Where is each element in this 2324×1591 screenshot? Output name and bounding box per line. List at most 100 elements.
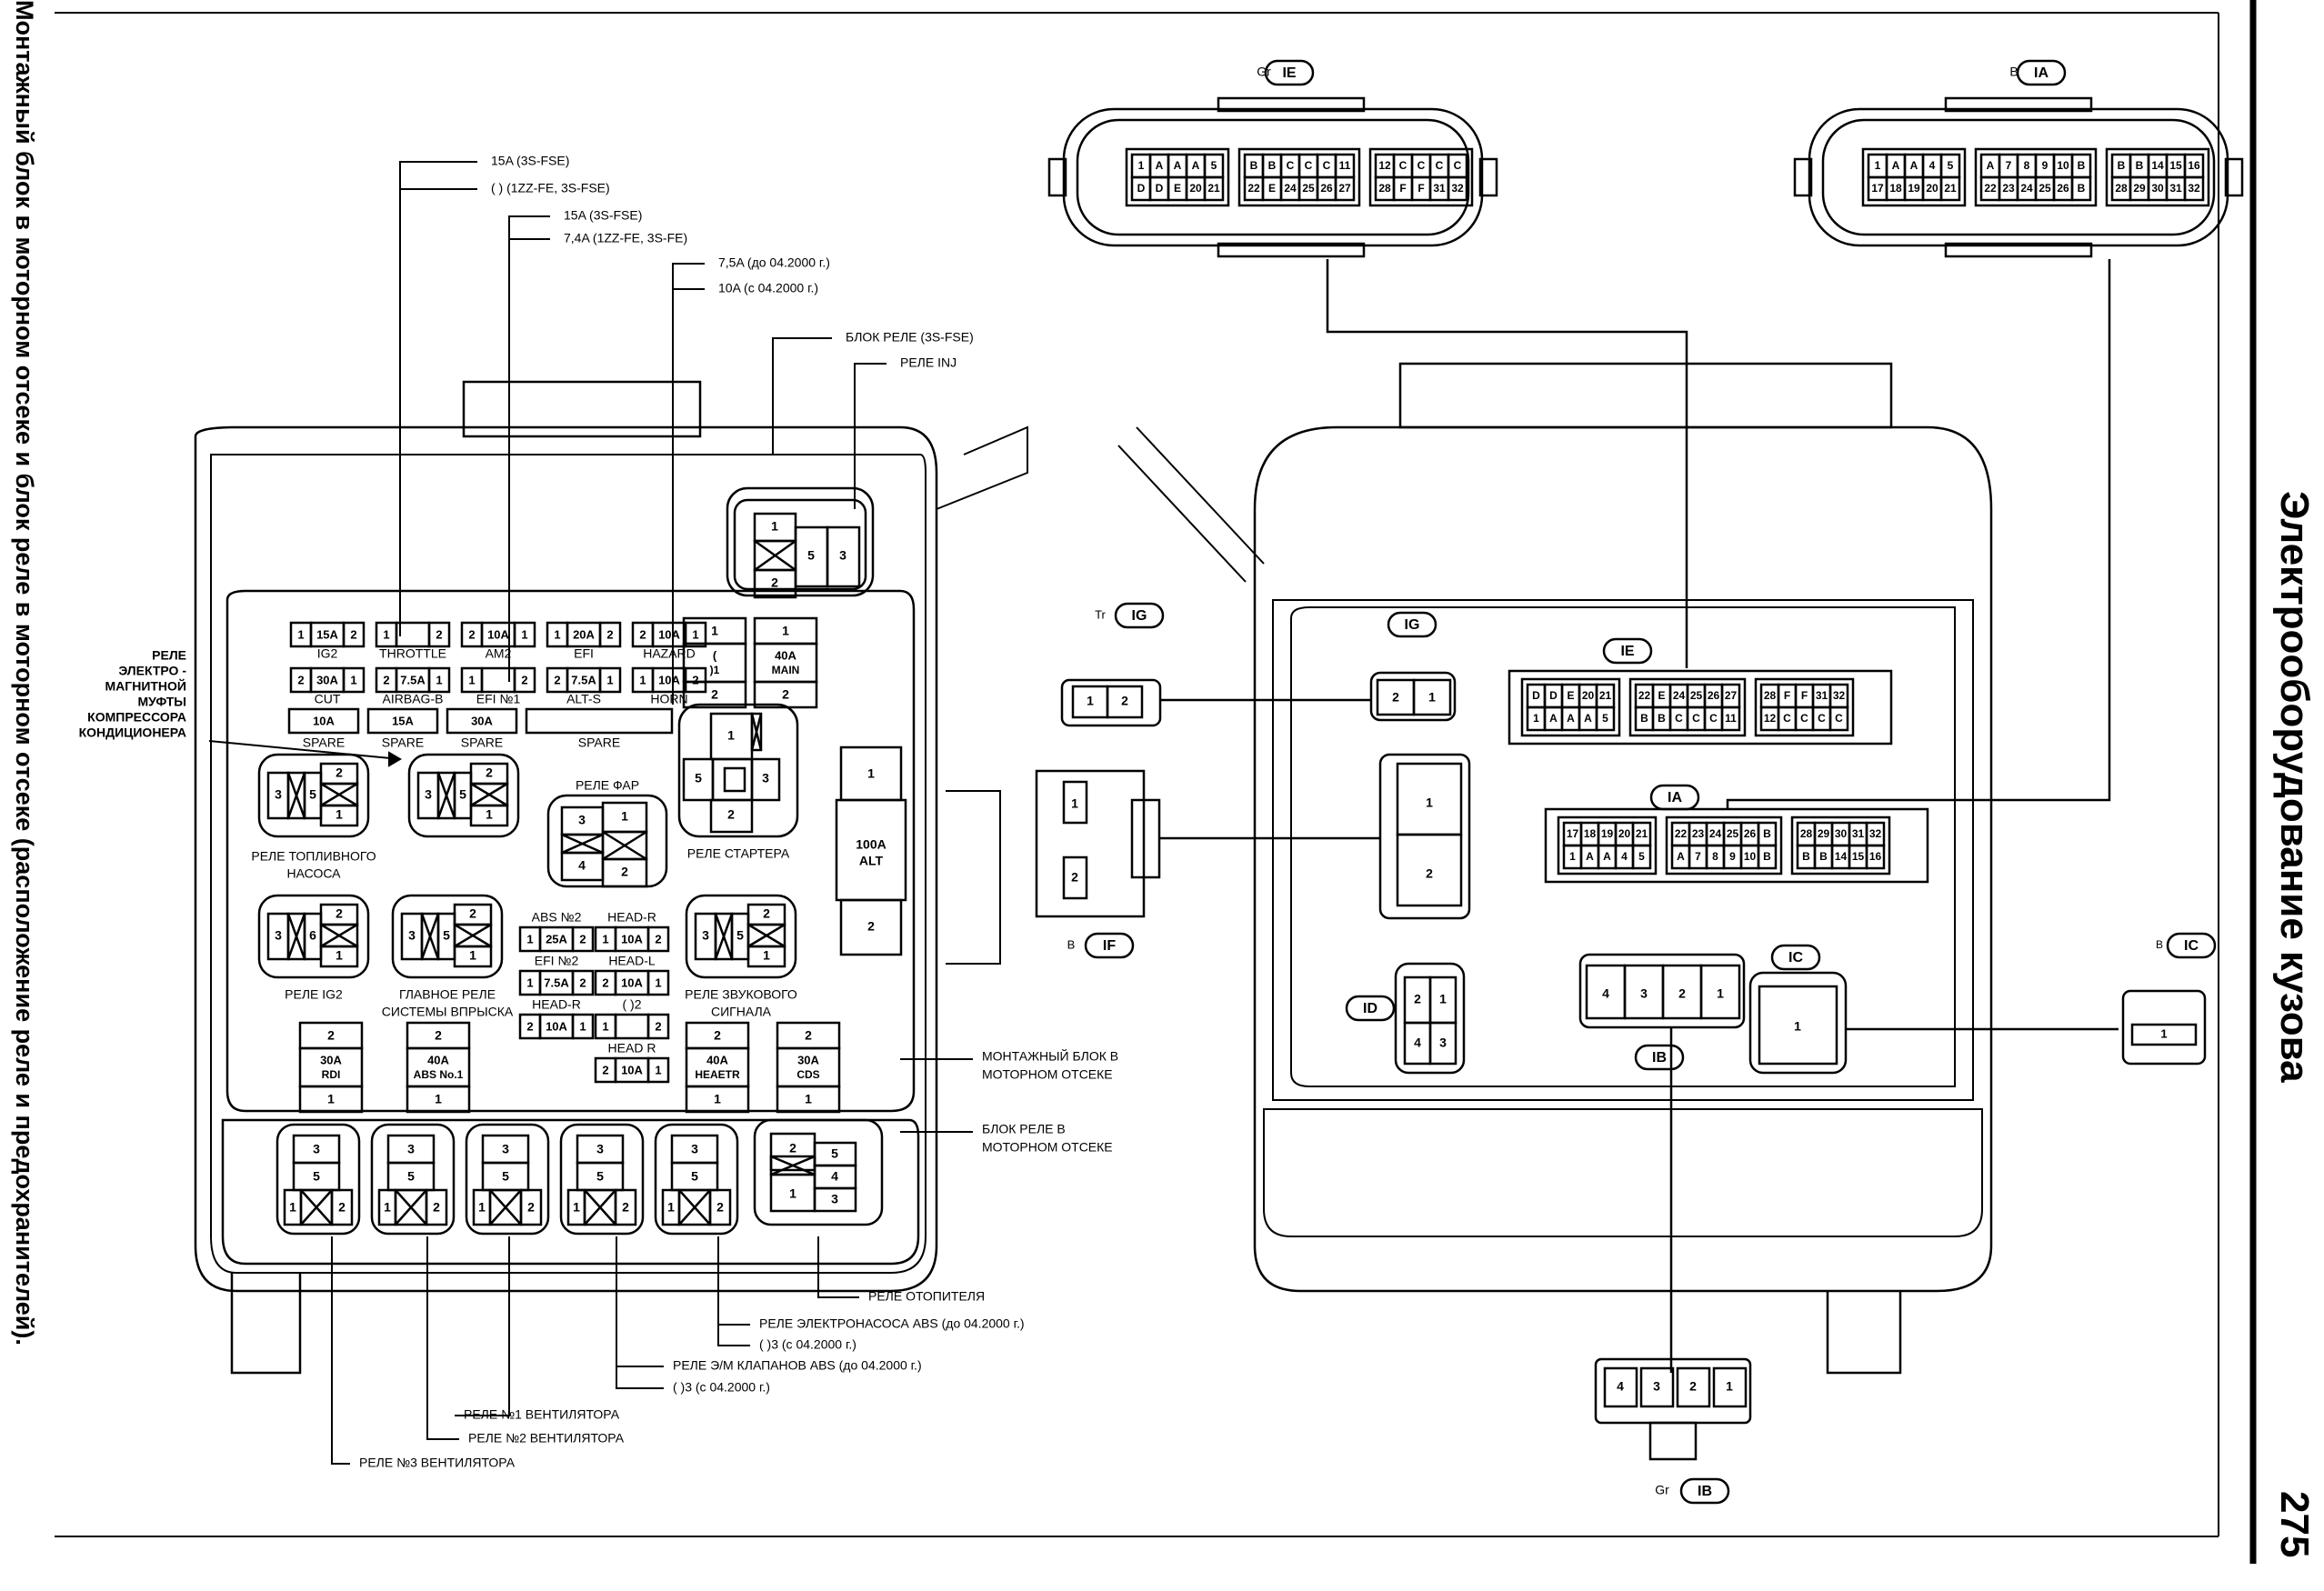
connector-ig-block-badge	[1387, 611, 1437, 638]
relay-coil-x	[286, 913, 306, 960]
block-ia-cavity-group	[1790, 816, 1891, 876]
fuse-pin: 7.5A	[571, 673, 596, 686]
block-ia-pin: 20	[1618, 827, 1631, 840]
connector-ia-cavity-group	[1974, 147, 2098, 207]
leader-efi	[508, 215, 550, 682]
connector-ie-pin: A	[1174, 159, 1182, 172]
block-ie-pin: C	[1692, 712, 1700, 725]
fuse-name: THROTTLE	[379, 646, 446, 661]
relay-coil-x	[714, 913, 734, 960]
block-ia-pin: 14	[1835, 850, 1848, 863]
relay-housing	[546, 794, 668, 888]
relay-housing-inner	[733, 498, 867, 591]
pin: 2	[1392, 690, 1399, 705]
connector-ie-pin: D	[1137, 182, 1146, 195]
callout-right-line: МОНТАЖНЫЙ БЛОК В	[982, 1048, 1118, 1064]
small-fuse-cell	[614, 1013, 650, 1040]
relay-pin-label: 5	[736, 928, 744, 943]
callout-top-label: 10A (с 04.2000 г.)	[718, 281, 818, 295]
small-fuse-pin: 10A	[621, 1063, 643, 1076]
connector-ia-cavity-group	[1861, 147, 1967, 207]
fuse-cell	[684, 666, 707, 694]
callout-bottom-label: РЕЛЕ Э/М КЛАПАНОВ ABS (до 04.2000 г.)	[673, 1358, 922, 1373]
fusible-rating: 30A	[797, 1053, 819, 1066]
connector-ia-pin: 17	[1871, 182, 1884, 195]
callout-bottom-label: РЕЛЕ №3 ВЕНТИЛЯТОРА	[359, 1456, 516, 1470]
fuse-pin: 30A	[316, 673, 338, 686]
callout-right-line: БЛОК РЕЛЕ В	[982, 1122, 1066, 1136]
relay-pin-label: 5	[309, 787, 316, 802]
spare-value: 15A	[392, 714, 414, 727]
block-ie-pin: 1	[1533, 712, 1539, 725]
connector-ia-pin: 23	[2002, 182, 2015, 195]
fuse-cell	[395, 621, 431, 648]
relay-pin	[330, 1188, 354, 1226]
small-fuse-name: ( )2	[623, 997, 642, 1012]
callout-left-line: ЭЛЕКТРО -	[118, 664, 186, 678]
block-ie-pin: 24	[1673, 689, 1686, 702]
spare-name: SPARE	[303, 735, 345, 750]
connector-ia-pin: 14	[2151, 159, 2164, 172]
pin: 3	[1640, 986, 1648, 1001]
relay-pin	[319, 804, 359, 827]
small-fuse-pin: 2	[526, 1019, 533, 1033]
pin: 2	[1678, 986, 1686, 1001]
fuse-pin: 2	[692, 673, 698, 686]
small-fuse-cell	[571, 926, 595, 953]
block-ie-pin: A	[1549, 712, 1558, 725]
pin-cell	[1676, 1366, 1711, 1408]
fusible-link-bottom	[776, 1085, 841, 1114]
block-ie-pin: D	[1532, 689, 1540, 702]
connector-ie-pin: 5	[1211, 159, 1217, 172]
leader-relay-block	[772, 337, 832, 455]
relay-pin-label: 1	[478, 1200, 486, 1215]
fuse-cell	[342, 621, 366, 648]
relay-pin	[826, 525, 861, 588]
fusible-pin: 1	[867, 766, 875, 781]
fuse-pin: 2	[350, 627, 356, 641]
relay-pin-label: 5	[807, 548, 815, 563]
block-ie-pin-cell	[1595, 705, 1616, 732]
fusible-rating: 40A	[706, 1053, 728, 1066]
relay-block-housing	[559, 1123, 645, 1236]
block-ia-code: IA	[1668, 790, 1682, 806]
junction-block-rear-outline	[1117, 362, 1993, 1375]
fusible-pin: 1	[327, 1092, 335, 1106]
fuse-pin: 2	[436, 627, 442, 641]
fusible-pin: 2	[327, 1028, 335, 1043]
pin-cell	[1428, 1021, 1458, 1066]
connector-ie-pin: 31	[1433, 182, 1446, 195]
block-ie-cavity-group	[1628, 677, 1747, 737]
connector-if-plug-pin	[1062, 780, 1088, 825]
fuse-pin: 2	[521, 673, 527, 686]
block-ia-pin: 17	[1567, 827, 1579, 840]
small-fuse-pin: 2	[602, 1063, 608, 1076]
connector-ie-pin: 11	[1339, 159, 1351, 172]
small-fuse-name: HEAD-L	[608, 954, 656, 968]
relay-pin-label: 3	[596, 1142, 604, 1156]
small-fuse-cell	[571, 1013, 595, 1040]
connector-ie-pin: 1	[1138, 159, 1145, 172]
callout-top-label: 7,4A (1ZZ-FE, 3S-FE)	[564, 231, 687, 245]
relay-pin-label: 3	[425, 787, 432, 802]
relay-pin	[519, 1188, 543, 1226]
fusible-name: MAIN	[772, 664, 800, 676]
pin: 1	[1794, 1019, 1801, 1034]
connector-ie-pin: C	[1399, 159, 1407, 172]
fuse-pin: 2	[639, 627, 646, 641]
spare-value: 10A	[313, 714, 335, 727]
connector-ie-pin: C	[1454, 159, 1462, 172]
block-ie-pin: 25	[1690, 689, 1703, 702]
spare-name: SPARE	[578, 735, 620, 750]
connector-ig-plug-pin	[1106, 685, 1144, 719]
relay-contact-x	[320, 923, 358, 948]
connector-ia-pin: 9	[2042, 159, 2049, 172]
block-ia-pin: B	[1763, 827, 1771, 840]
block-ie-pin: D	[1549, 689, 1558, 702]
block-ie-pin: A	[1567, 712, 1575, 725]
relay-center	[711, 757, 754, 802]
connector-ie-pin: 28	[1378, 182, 1391, 195]
relay-pin-label: 5	[443, 928, 450, 943]
relay-pin	[750, 757, 781, 802]
wire-ia	[1726, 259, 2111, 809]
